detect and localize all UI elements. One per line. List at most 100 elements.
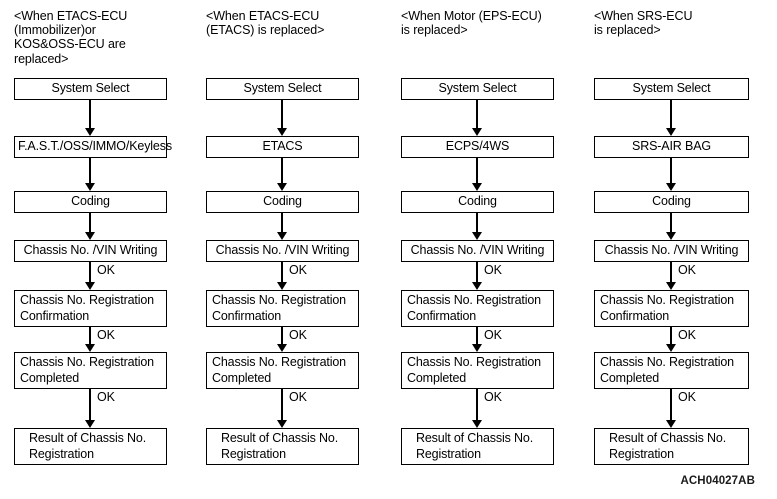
flow-node-label: Result of Chassis No. Registration xyxy=(609,431,727,461)
flow-node-label: System Select xyxy=(243,81,322,95)
flow-connector-line xyxy=(476,158,478,186)
flow-node-label: Chassis No. Registration Confirmation xyxy=(600,293,734,323)
flow-node: ETACS xyxy=(206,136,359,158)
flow-node-label: Coding xyxy=(458,194,497,208)
flow-arrow-icon xyxy=(84,183,95,191)
flow-edge-label: OK xyxy=(484,263,502,277)
flow-arrow-icon xyxy=(84,344,95,352)
flow-node-label: Chassis No. /VIN Writing xyxy=(215,243,350,257)
flow-node-label: Coding xyxy=(652,194,691,208)
flow-node: Chassis No. Registration Completed xyxy=(206,352,359,389)
flow-connector-line xyxy=(670,327,672,347)
flow-connector-line xyxy=(89,158,91,186)
flow-arrow-icon xyxy=(276,344,287,352)
flow-column-0: <When ETACS-ECU (Immobilizer)or KOS&OSS-… xyxy=(0,0,190,499)
column-title: <When ETACS-ECU (ETACS) is replaced> xyxy=(206,9,325,38)
flow-node: Chassis No. Registration Completed xyxy=(401,352,554,389)
flow-node: F.A.S.T./OSS/IMMO/Keyless xyxy=(14,136,172,158)
flow-edge-label: OK xyxy=(678,328,696,342)
flow-node-label: Result of Chassis No. Registration xyxy=(221,431,339,461)
flow-arrow-icon xyxy=(84,128,95,136)
flow-connector-line xyxy=(670,262,672,285)
flow-arrow-icon xyxy=(276,232,287,240)
flow-connector-line xyxy=(281,158,283,186)
flow-node: Chassis No. Registration Completed xyxy=(594,352,749,389)
flow-arrow-icon xyxy=(665,183,676,191)
flow-connector-line xyxy=(476,213,478,235)
flow-arrow-icon xyxy=(84,232,95,240)
flow-node-label: Chassis No. Registration Confirmation xyxy=(212,293,346,323)
flow-connector-line xyxy=(89,100,91,131)
flow-node: SRS-AIR BAG xyxy=(594,136,749,158)
flow-node: Chassis No. Registration Confirmation xyxy=(594,290,749,327)
flow-node-label: Chassis No. Registration Completed xyxy=(407,355,541,385)
flow-edge-label: OK xyxy=(678,263,696,277)
flow-arrow-icon xyxy=(665,344,676,352)
flow-node-label: Chassis No. Registration Completed xyxy=(212,355,346,385)
flow-connector-line xyxy=(281,262,283,285)
flow-connector-line xyxy=(281,213,283,235)
flow-node: Coding xyxy=(594,191,749,213)
flow-arrow-icon xyxy=(665,420,676,428)
flow-edge-label: OK xyxy=(97,263,115,277)
flow-connector-line xyxy=(476,262,478,285)
flow-connector-line xyxy=(89,389,91,423)
flow-node: System Select xyxy=(206,78,359,100)
flow-node: Chassis No. /VIN Writing xyxy=(401,240,554,262)
flow-edge-label: OK xyxy=(289,328,307,342)
flow-connector-line xyxy=(281,389,283,423)
flow-node: System Select xyxy=(594,78,749,100)
flow-node: Chassis No. /VIN Writing xyxy=(594,240,749,262)
flow-node: Coding xyxy=(14,191,167,213)
flow-node-label: System Select xyxy=(632,81,711,95)
flow-node: Chassis No. Registration Completed xyxy=(14,352,167,389)
flow-connector-line xyxy=(476,389,478,423)
flow-node-label: Chassis No. Registration Confirmation xyxy=(20,293,154,323)
flow-node: Coding xyxy=(401,191,554,213)
flow-connector-line xyxy=(476,100,478,131)
flow-node: Chassis No. /VIN Writing xyxy=(206,240,359,262)
flow-edge-label: OK xyxy=(678,390,696,404)
flow-node-label: Chassis No. /VIN Writing xyxy=(604,243,739,257)
flow-node: Chassis No. Registration Confirmation xyxy=(206,290,359,327)
flow-arrow-icon xyxy=(471,420,482,428)
flow-arrow-icon xyxy=(665,128,676,136)
flow-node: Result of Chassis No. Registration xyxy=(401,428,554,465)
flow-node-label: SRS-AIR BAG xyxy=(632,139,711,153)
flow-arrow-icon xyxy=(276,128,287,136)
flow-connector-line xyxy=(670,100,672,131)
flow-node-label: Chassis No. /VIN Writing xyxy=(23,243,158,257)
flow-edge-label: OK xyxy=(484,328,502,342)
flow-node-label: Chassis No. /VIN Writing xyxy=(410,243,545,257)
flow-node-label: Coding xyxy=(71,194,110,208)
flow-arrow-icon xyxy=(665,232,676,240)
flow-node: Result of Chassis No. Registration xyxy=(206,428,359,465)
flow-column-2: <When Motor (EPS-ECU) is replaced>System… xyxy=(387,0,577,499)
flow-connector-line xyxy=(670,158,672,186)
flow-node: System Select xyxy=(14,78,167,100)
flow-node-label: Result of Chassis No. Registration xyxy=(416,431,534,461)
flow-arrow-icon xyxy=(471,128,482,136)
flow-node: Result of Chassis No. Registration xyxy=(594,428,749,465)
flow-connector-line xyxy=(281,100,283,131)
flow-connector-line xyxy=(89,327,91,347)
column-title: <When SRS-ECU is replaced> xyxy=(594,9,693,38)
flow-column-1: <When ETACS-ECU (ETACS) is replaced> Syst… xyxy=(192,0,382,499)
flow-node: Chassis No. /VIN Writing xyxy=(14,240,167,262)
flow-arrow-icon xyxy=(276,183,287,191)
flow-node-label: Chassis No. Registration Completed xyxy=(600,355,734,385)
flow-arrow-icon xyxy=(471,183,482,191)
flow-node-label: Chassis No. Registration Completed xyxy=(20,355,154,385)
flow-arrow-icon xyxy=(471,282,482,290)
flow-arrow-icon xyxy=(471,232,482,240)
flow-node: System Select xyxy=(401,78,554,100)
flow-node: ECPS/4WS xyxy=(401,136,554,158)
column-title: <When ETACS-ECU (Immobilizer)or KOS&OSS-… xyxy=(14,9,128,66)
flow-node-label: Chassis No. Registration Confirmation xyxy=(407,293,541,323)
figure-reference-code: ACH04027AB xyxy=(680,475,755,487)
flow-node-label: System Select xyxy=(51,81,130,95)
flow-node: Result of Chassis No. Registration xyxy=(14,428,167,465)
flow-edge-label: OK xyxy=(289,263,307,277)
